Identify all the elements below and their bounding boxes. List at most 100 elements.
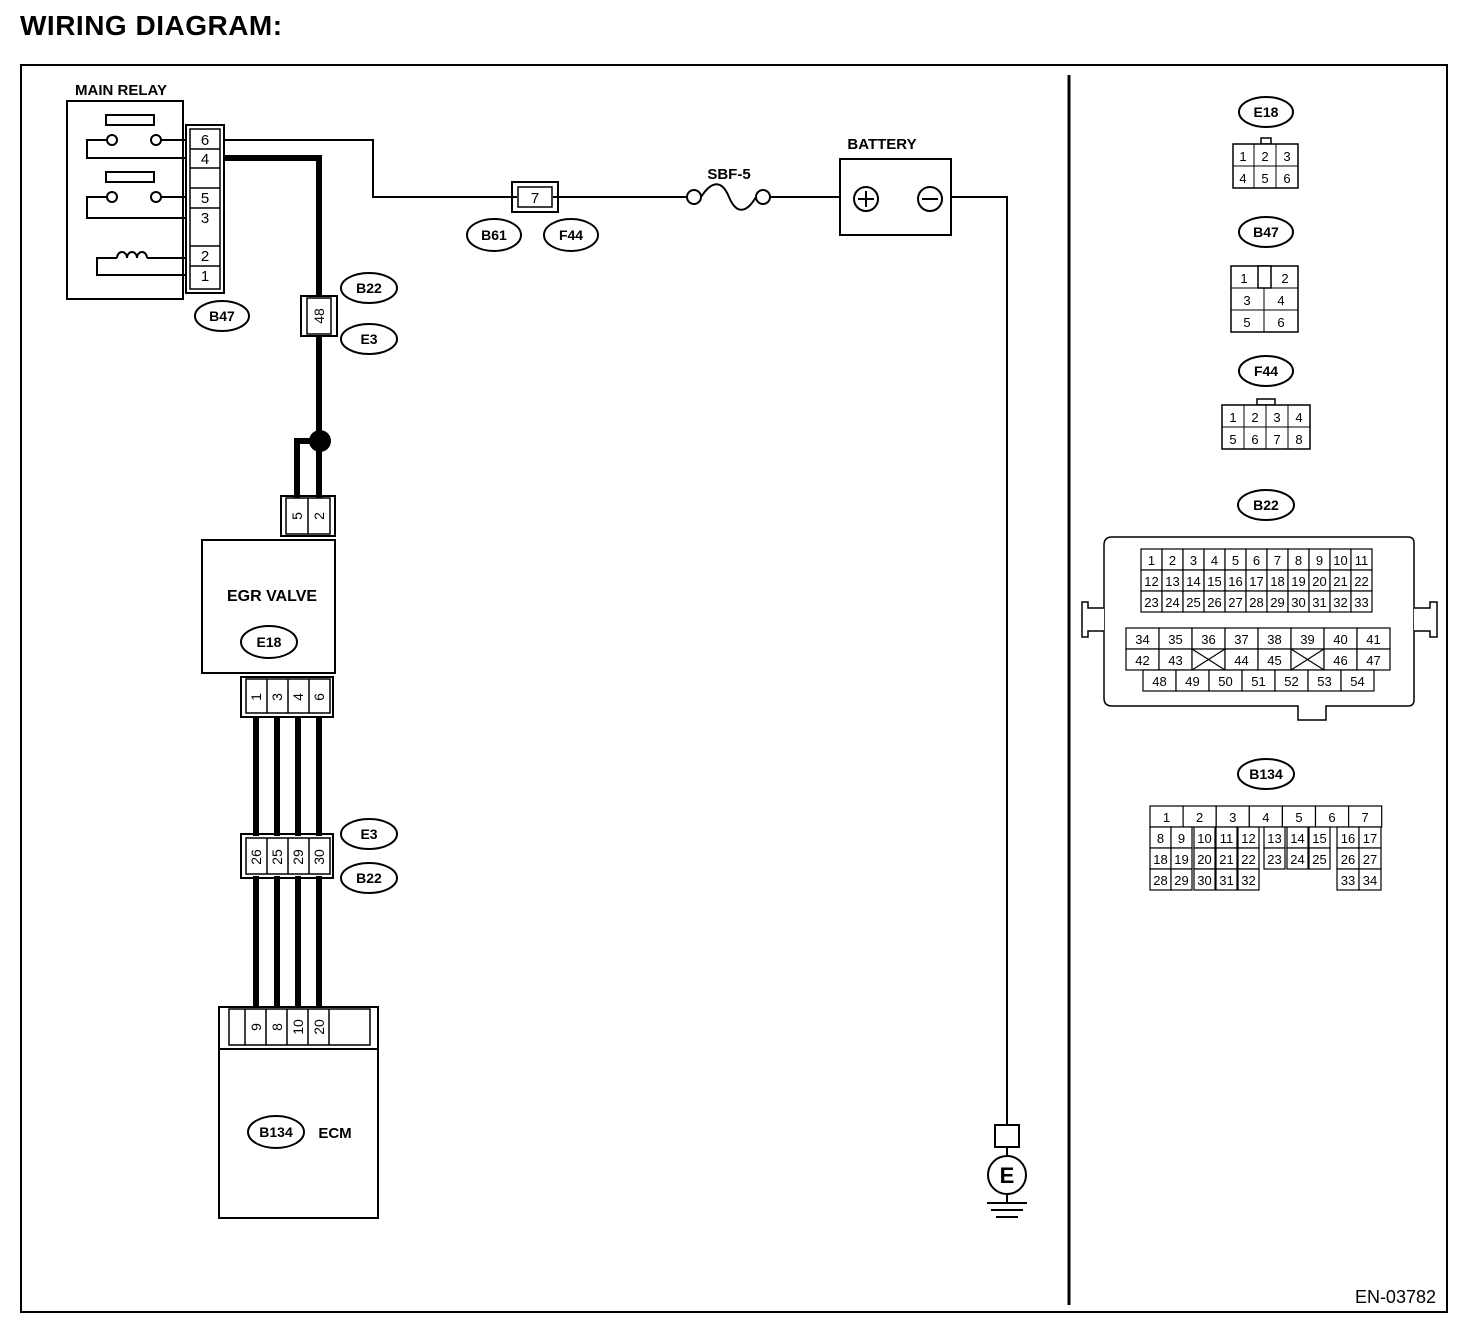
connector-tag-b22: B22 [356, 280, 382, 296]
pin-cell-box [1340, 669, 1375, 692]
pin-cell: 20 [1312, 574, 1326, 589]
pin-cell: 11 [1220, 831, 1234, 846]
pin-cell: 42 [1135, 653, 1149, 668]
egr-pin: 3 [269, 693, 285, 701]
pin-cell: 24 [1290, 852, 1304, 867]
pin-cell-box [1308, 847, 1331, 870]
pin-cell: 26 [1207, 595, 1221, 610]
joint-connector: 7 B61 F44 [466, 181, 599, 252]
egr-valve-label: EGR VALVE [227, 588, 317, 605]
pin-cell: 3 [1273, 410, 1280, 425]
connector-view-title: F44 [1254, 363, 1278, 379]
pin-cell: 12 [1241, 831, 1255, 846]
pin-cell: 31 [1219, 873, 1233, 888]
pin-cell: 4 [1262, 810, 1269, 825]
pin-cell: 3 [1243, 293, 1250, 308]
pin-cell: 6 [1277, 315, 1284, 330]
pin-cell: 1 [1240, 271, 1247, 286]
inline-pin: 25 [269, 849, 285, 865]
relay-pin: 3 [201, 210, 209, 227]
pin-cell: 5 [1229, 432, 1236, 447]
connector-tag-b47: B47 [209, 308, 235, 324]
pin-cell: 32 [1333, 595, 1347, 610]
ecm-pin: 10 [290, 1019, 306, 1035]
pin-cell: 32 [1241, 873, 1255, 888]
main-relay-label: MAIN RELAY [75, 82, 167, 99]
pin-cell: 34 [1363, 873, 1377, 888]
pin-cell: 40 [1333, 632, 1347, 647]
connector-views: E18 1 2 3 4 5 6 B47 1 2 3 4 5 [1081, 96, 1438, 891]
page-title: WIRING DIAGRAM: [20, 10, 283, 41]
pin-cell: 6 [1253, 553, 1260, 568]
ecm: 9 8 10 20 B134 ECM [218, 1006, 379, 1219]
pin-cell-box [1170, 868, 1193, 891]
pin-cell: 54 [1350, 674, 1364, 689]
ecm-label: ECM [318, 1125, 351, 1142]
pin-cell-box [1350, 590, 1373, 613]
pin-cell: 2 [1169, 553, 1176, 568]
inline-pin: 48 [311, 308, 327, 324]
splice-point [309, 430, 331, 452]
ground: E [987, 1124, 1027, 1218]
pin-cell: 20 [1197, 852, 1211, 867]
inline-pin: 26 [248, 849, 264, 865]
connector-view-title: B134 [1249, 766, 1283, 782]
relay-pin: 5 [201, 190, 209, 207]
document-id: EN-03782 [1355, 1287, 1436, 1307]
battery-plus-terminal [853, 186, 879, 212]
ecm-pin: 20 [311, 1019, 327, 1035]
connector-tag-b22: B22 [356, 870, 382, 886]
pin-cell: 27 [1228, 595, 1242, 610]
pin-cell: 18 [1270, 574, 1284, 589]
pin-cell: 3 [1190, 553, 1197, 568]
pin-cell: 34 [1135, 632, 1149, 647]
connector-view-f44: F44 1 2 3 4 5 6 7 8 [1221, 355, 1311, 450]
pin-cell: 14 [1290, 831, 1304, 846]
pin-cell: 16 [1228, 574, 1242, 589]
pin-cell: 8 [1157, 831, 1164, 846]
pin-cell: 3 [1283, 149, 1290, 164]
pin-cell: 25 [1186, 595, 1200, 610]
battery-label: BATTERY [847, 136, 916, 153]
battery: BATTERY [839, 136, 952, 236]
pin-cell: 16 [1341, 831, 1355, 846]
pin-cell: 2 [1261, 149, 1268, 164]
pin-cell: 35 [1168, 632, 1182, 647]
pin-cell: 5 [1295, 810, 1302, 825]
pin-cell: 28 [1153, 873, 1167, 888]
blank-pin-mark [1290, 648, 1325, 671]
relay-pin: 4 [201, 151, 209, 168]
pin-cell-box [1263, 847, 1286, 870]
egr-pin: 5 [289, 512, 305, 520]
pin-cell: 4 [1239, 171, 1246, 186]
connector-view-title: B47 [1253, 224, 1279, 240]
pin-cell-box [1215, 868, 1238, 891]
pin-cell: 24 [1165, 595, 1179, 610]
pin-cell: 44 [1234, 653, 1248, 668]
pin-cell: 9 [1316, 553, 1323, 568]
pin-cell: 4 [1295, 410, 1302, 425]
pin-cell: 10 [1197, 831, 1211, 846]
pin-cell: 29 [1174, 873, 1188, 888]
connector-view-title: B22 [1253, 497, 1279, 513]
pin-cell: 6 [1328, 810, 1335, 825]
blank-pin-mark [1191, 648, 1226, 671]
pin-cell: 27 [1363, 852, 1377, 867]
pin-cell: 33 [1341, 873, 1355, 888]
diagram-frame [20, 64, 1448, 1313]
egr-pin: 6 [311, 693, 327, 701]
pin-cell: 7 [1273, 432, 1280, 447]
pin-cell: 50 [1218, 674, 1232, 689]
main-relay: MAIN RELAY 6 4 5 3 2 1 B47 [66, 82, 250, 332]
pin-cell: 4 [1211, 553, 1218, 568]
pin-cell: 5 [1232, 553, 1239, 568]
pin-cell: 3 [1229, 810, 1236, 825]
ecm-pin: 9 [248, 1023, 264, 1031]
egr-pin: 4 [290, 693, 306, 701]
pin-cell: 5 [1243, 315, 1250, 330]
pin-cell: 39 [1300, 632, 1314, 647]
pin-cell: 38 [1267, 632, 1281, 647]
pin-cell: 45 [1267, 653, 1281, 668]
